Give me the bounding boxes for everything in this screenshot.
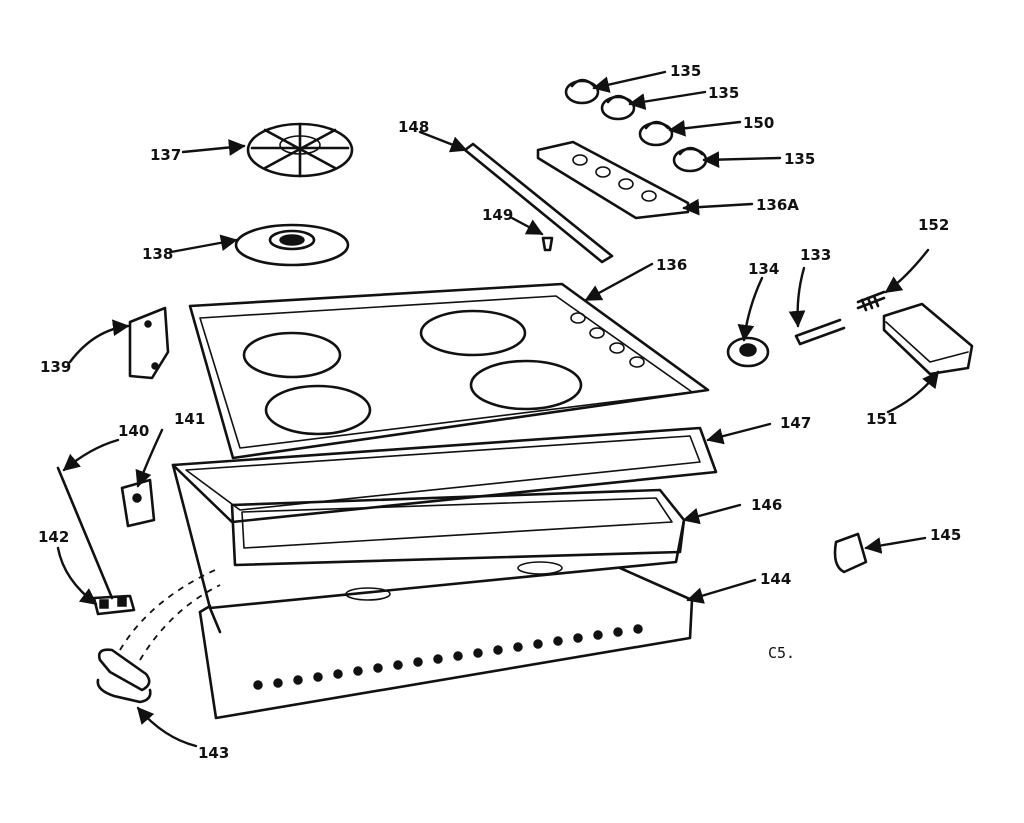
label-152: 152 — [918, 216, 949, 234]
label-135-top: 135 — [670, 62, 701, 80]
leader-135-second — [628, 90, 707, 110]
label-139: 139 — [40, 358, 71, 376]
leader-135-bottom — [702, 151, 782, 168]
leader-146 — [682, 503, 742, 525]
screw-149 — [541, 236, 554, 252]
label-149: 149 — [482, 206, 513, 224]
label-142: 142 — [38, 528, 69, 546]
back-panel-144 — [198, 566, 694, 720]
connector-143 — [96, 648, 152, 704]
knob-135-bottom — [672, 146, 708, 173]
label-133: 133 — [800, 246, 831, 264]
rod-148 — [463, 142, 614, 264]
lower-tray — [171, 463, 686, 634]
leader-151 — [886, 370, 940, 414]
leader-136 — [584, 262, 654, 302]
bracket-139 — [128, 306, 170, 380]
drip-bowl-138 — [234, 223, 350, 267]
leader-142 — [56, 546, 98, 606]
label-134: 134 — [748, 260, 779, 278]
label-150: 150 — [743, 114, 774, 132]
label-147: 147 — [780, 414, 811, 432]
leader-150 — [668, 119, 742, 137]
label-144: 144 — [760, 570, 791, 588]
label-140: 140 — [118, 422, 149, 440]
leader-136A — [682, 198, 754, 216]
label-136: 136 — [656, 256, 687, 274]
leader-144 — [686, 578, 757, 604]
bracket-151 — [882, 302, 974, 376]
knob-135-second — [600, 94, 636, 121]
clip-145 — [833, 532, 868, 574]
leader-143 — [136, 706, 198, 748]
cooktop-136 — [188, 282, 710, 460]
leader-147 — [706, 422, 772, 445]
knob-base-134 — [726, 336, 770, 368]
leader-149 — [510, 216, 544, 236]
terminal-block-142 — [92, 594, 136, 616]
label-141: 141 — [174, 410, 205, 428]
label-135-bottom: 135 — [784, 150, 815, 168]
leader-135-top — [592, 70, 667, 93]
label-146: 146 — [751, 496, 782, 514]
vent-holes — [253, 624, 643, 690]
drawing-note: C5. — [768, 644, 795, 662]
label-137: 137 — [150, 146, 181, 164]
label-145: 145 — [930, 526, 961, 544]
label-151: 151 — [866, 410, 897, 428]
wire-path-dashed-2 — [139, 584, 221, 661]
knob-135-top — [564, 78, 600, 105]
spring-152 — [856, 290, 886, 312]
label-143: 143 — [198, 744, 229, 762]
leader-152 — [884, 248, 930, 294]
label-136A: 136A — [756, 196, 799, 214]
knob-150 — [638, 120, 674, 147]
leader-137 — [181, 139, 246, 156]
leader-134 — [737, 276, 764, 342]
leader-145 — [864, 536, 927, 554]
leader-140 — [62, 438, 120, 472]
label-135-second: 135 — [708, 84, 739, 102]
leader-141 — [135, 428, 164, 488]
leader-139 — [68, 319, 130, 364]
leader-148 — [418, 130, 468, 153]
rod-140 — [56, 466, 114, 600]
label-148: 148 — [398, 118, 429, 136]
control-panel-136A — [536, 140, 690, 220]
label-138: 138 — [142, 245, 173, 263]
leader-138 — [169, 234, 238, 254]
leader-133 — [788, 266, 806, 328]
burner-grate-137 — [246, 122, 354, 178]
valve-stem-133 — [794, 318, 846, 346]
pan-146 — [230, 488, 686, 567]
frame-147 — [171, 426, 718, 524]
